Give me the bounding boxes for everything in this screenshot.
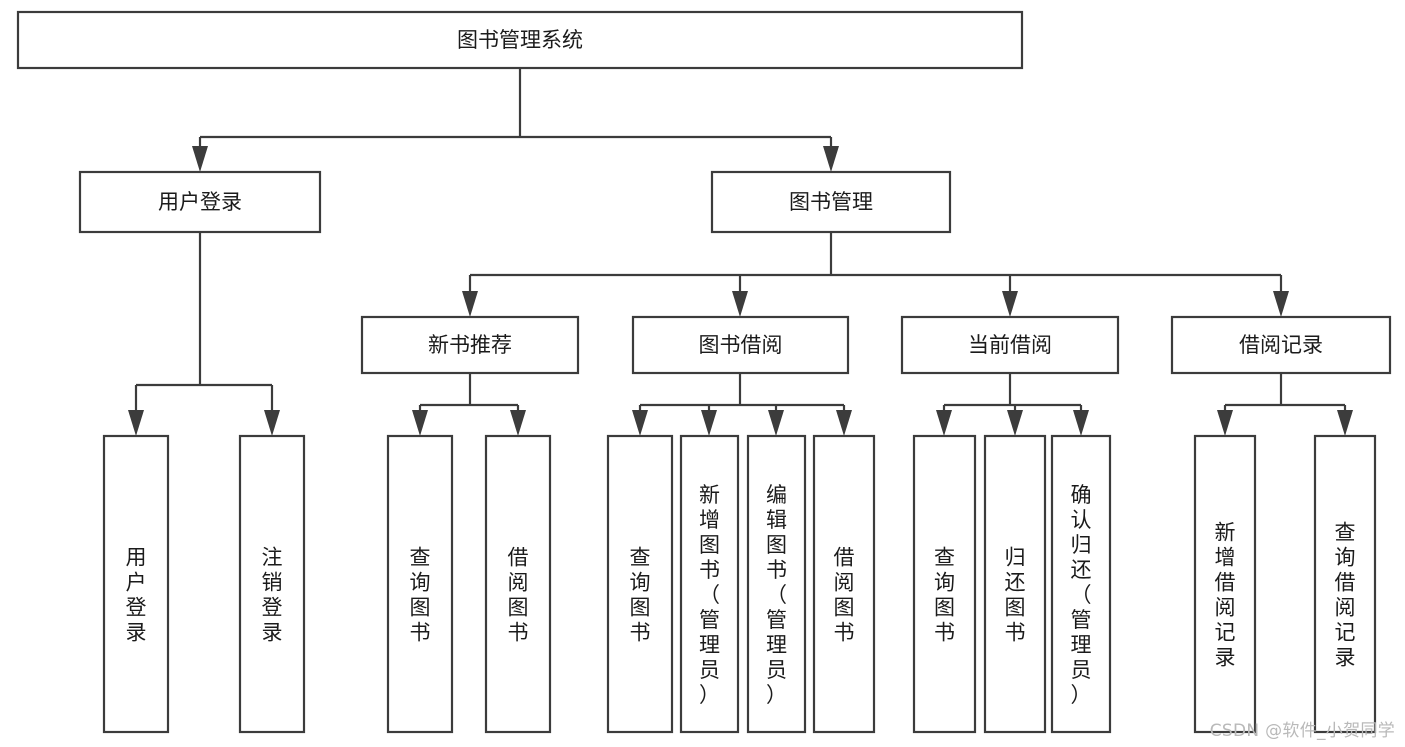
arrowhead-icon: [1002, 291, 1018, 317]
connector-group: [412, 373, 526, 436]
node-label: 新书推荐: [428, 333, 512, 357]
diagram-node-leaf[interactable]: 新增借阅记录: [1193, 434, 1257, 734]
node-box[interactable]: [746, 434, 807, 734]
arrowhead-icon: [462, 291, 478, 317]
diagram-node-leaf[interactable]: 编辑图书（管理员）: [746, 434, 807, 734]
connector-group: [462, 232, 1289, 317]
connector-group: [632, 373, 852, 436]
arrowhead-icon: [1217, 410, 1233, 436]
node-label: 借阅图书: [834, 546, 855, 645]
csdn-watermark: CSDN @软件_小贺同学: [1209, 721, 1395, 741]
node-box[interactable]: [1170, 315, 1392, 375]
node-label: 查询借阅记录: [1335, 521, 1356, 670]
node-box[interactable]: [78, 170, 322, 234]
diagram-node-leaf[interactable]: 查询图书: [386, 434, 454, 734]
node-label: 新增图书（管理员）: [699, 483, 720, 707]
node-label: 归还图书: [1005, 546, 1026, 645]
diagram-node-leaf[interactable]: 归还图书: [983, 434, 1047, 734]
arrowhead-icon: [1273, 291, 1289, 317]
node-box[interactable]: [606, 434, 674, 734]
node-label: 当前借阅: [968, 333, 1052, 357]
diagram-node-level3[interactable]: 图书借阅: [631, 315, 850, 375]
node-box[interactable]: [238, 434, 306, 734]
diagram-node-leaf[interactable]: 借阅图书: [484, 434, 552, 734]
connector-layer: [128, 68, 1353, 436]
node-box[interactable]: [360, 315, 580, 375]
node-box[interactable]: [900, 315, 1120, 375]
diagram-node-leaf[interactable]: 新增图书（管理员）: [679, 434, 740, 734]
diagram-node-leaf[interactable]: 用户登录: [102, 434, 170, 734]
node-box[interactable]: [1193, 434, 1257, 734]
node-label: 查询图书: [410, 546, 431, 645]
node-box[interactable]: [710, 170, 952, 234]
arrowhead-icon: [768, 410, 784, 436]
diagram-node-level3[interactable]: 新书推荐: [360, 315, 580, 375]
connector-group: [128, 232, 280, 436]
arrowhead-icon: [823, 146, 839, 172]
arrowhead-icon: [836, 410, 852, 436]
node-label: 图书管理系统: [457, 28, 583, 52]
node-box[interactable]: [812, 434, 876, 734]
diagram-node-leaf[interactable]: 查询图书: [606, 434, 674, 734]
node-label: 图书借阅: [699, 333, 783, 357]
node-label: 新增借阅记录: [1215, 521, 1236, 670]
connector-group: [1217, 373, 1353, 436]
diagram-node-level3[interactable]: 借阅记录: [1170, 315, 1392, 375]
node-label: 确认归还（管理员）: [1071, 483, 1092, 707]
diagram-node-leaf[interactable]: 查询借阅记录: [1313, 434, 1377, 734]
connector-group: [936, 373, 1089, 436]
arrowhead-icon: [264, 410, 280, 436]
arrowhead-icon: [192, 146, 208, 172]
arrowhead-icon: [510, 410, 526, 436]
node-box[interactable]: [102, 434, 170, 734]
arrowhead-icon: [1337, 410, 1353, 436]
arrowhead-icon: [1007, 410, 1023, 436]
arrowhead-icon: [412, 410, 428, 436]
node-box[interactable]: [983, 434, 1047, 734]
diagram-node-level2[interactable]: 用户登录: [78, 170, 322, 234]
node-label: 查询图书: [630, 546, 651, 645]
arrowhead-icon: [1073, 410, 1089, 436]
arrowhead-icon: [632, 410, 648, 436]
diagram-node-leaf[interactable]: 注销登录: [238, 434, 306, 734]
diagram-node-level2[interactable]: 图书管理: [710, 170, 952, 234]
node-label: 图书管理: [789, 190, 873, 214]
node-box[interactable]: [1313, 434, 1377, 734]
node-box[interactable]: [1050, 434, 1112, 734]
diagram-node-leaf[interactable]: 借阅图书: [812, 434, 876, 734]
arrowhead-icon: [936, 410, 952, 436]
node-box[interactable]: [912, 434, 977, 734]
arrowhead-icon: [701, 410, 717, 436]
node-box[interactable]: [16, 10, 1024, 70]
node-label: 用户登录: [126, 546, 147, 645]
node-label: 编辑图书（管理员）: [766, 483, 787, 707]
node-box[interactable]: [386, 434, 454, 734]
node-label: 借阅记录: [1239, 333, 1323, 357]
arrowhead-icon: [732, 291, 748, 317]
node-layer: 图书管理系统用户登录图书管理新书推荐图书借阅当前借阅借阅记录用户登录注销登录查询…: [16, 10, 1392, 734]
diagram-node-root[interactable]: 图书管理系统: [16, 10, 1024, 70]
node-label: 查询图书: [934, 546, 955, 645]
arrowhead-icon: [128, 410, 144, 436]
connector-group: [192, 68, 839, 172]
node-box[interactable]: [484, 434, 552, 734]
node-label: 用户登录: [158, 190, 242, 214]
diagram-node-leaf[interactable]: 查询图书: [912, 434, 977, 734]
node-label: 借阅图书: [508, 546, 529, 645]
node-label: 注销登录: [262, 546, 283, 645]
diagram-node-leaf[interactable]: 确认归还（管理员）: [1050, 434, 1112, 734]
diagram-node-level3[interactable]: 当前借阅: [900, 315, 1120, 375]
node-box[interactable]: [631, 315, 850, 375]
node-box[interactable]: [679, 434, 740, 734]
